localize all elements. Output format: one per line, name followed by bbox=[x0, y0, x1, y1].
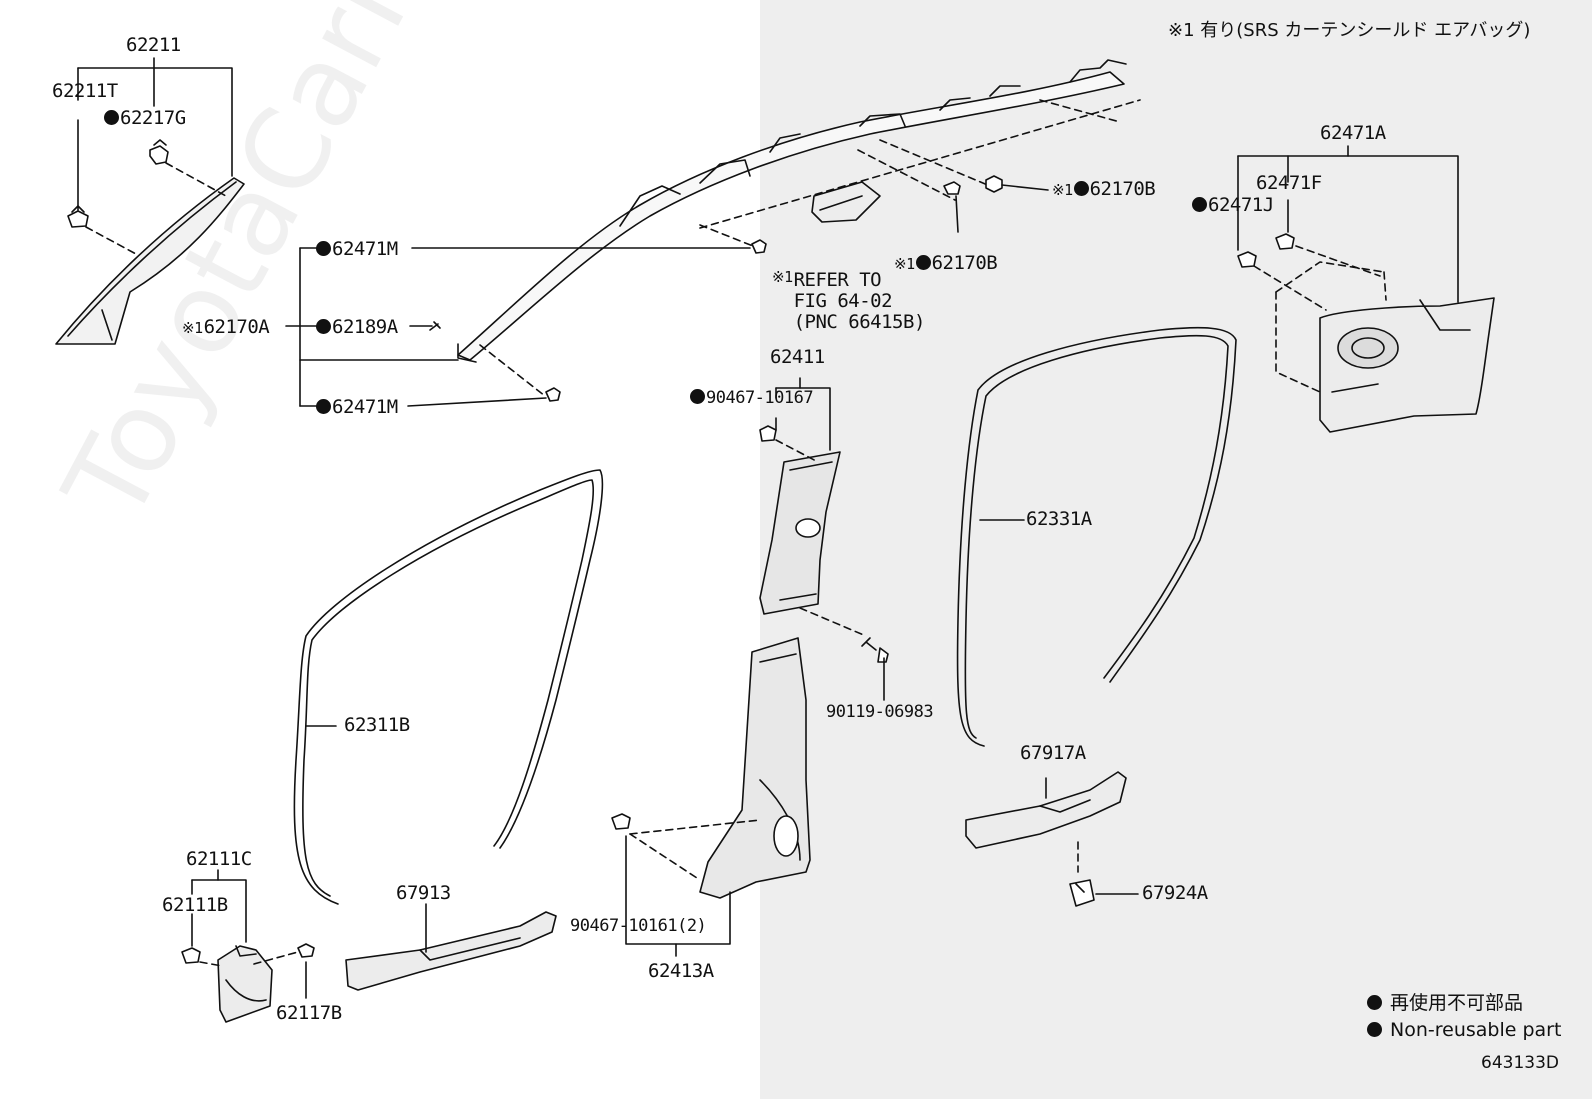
label-62111b: 62111B bbox=[162, 894, 228, 916]
rail-clip bbox=[811, 181, 881, 223]
pillar-upper-bolt bbox=[759, 425, 889, 663]
bracket-62411 bbox=[775, 377, 831, 451]
label-62111c: 62111C bbox=[186, 848, 252, 870]
legend: 再使用不可部品 Non-reusable part bbox=[1367, 990, 1561, 1044]
ref-mark: ※1 bbox=[1052, 181, 1073, 199]
label-62311b: 62311B bbox=[344, 714, 410, 736]
figure-id: 643133D bbox=[1481, 1053, 1559, 1073]
pillar-lower-dashes bbox=[629, 819, 761, 881]
legend-dot bbox=[1367, 995, 1382, 1010]
cowl-dashes bbox=[199, 951, 299, 967]
label-62189a-text: 62189A bbox=[332, 316, 398, 338]
label-90467-10167: 90467-10167 bbox=[690, 388, 814, 408]
ref-mark: ※1 bbox=[182, 319, 203, 337]
label-62471f: 62471F bbox=[1256, 172, 1322, 194]
center-pillar-lower bbox=[699, 637, 811, 899]
non-reusable-dot bbox=[915, 255, 931, 270]
label-62471m-bottom-text: 62471M bbox=[332, 396, 398, 418]
label-67917a: 67917A bbox=[1020, 742, 1086, 764]
label-90467-10167-text: 90467-10167 bbox=[706, 388, 814, 408]
a-pillar-dashes bbox=[85, 162, 227, 255]
ref-mark: ※1 bbox=[894, 255, 915, 273]
refer-note-text: REFER TO FIG 64-02 (PNC 66415B) bbox=[793, 269, 926, 333]
small-clips bbox=[429, 239, 767, 402]
label-62170b-mid-text: 62170B bbox=[931, 252, 998, 274]
refer-note: ※1REFER TO FIG 64-02 (PNC 66415B) bbox=[772, 270, 925, 333]
label-62471m-bottom: 62471M bbox=[316, 398, 398, 417]
label-90467-10161: 90467-10161(2) bbox=[570, 916, 707, 936]
bolt-62170b bbox=[943, 175, 1049, 233]
airbag-note: ※1 有り(SRS カーテンシールド エアバッグ) bbox=[1168, 20, 1531, 41]
non-reusable-dot bbox=[104, 110, 119, 125]
cowl-side-trim bbox=[217, 945, 273, 1023]
legend-dot bbox=[1367, 1022, 1382, 1037]
quarter-clips bbox=[1237, 233, 1295, 268]
bracket-62111c bbox=[191, 869, 247, 947]
cowl-clips bbox=[181, 943, 315, 964]
bracket-62170a bbox=[285, 247, 751, 407]
legend-en-text: Non-reusable part bbox=[1390, 1019, 1562, 1041]
label-62331a: 62331A bbox=[1026, 508, 1092, 530]
non-reusable-dot bbox=[316, 319, 331, 334]
label-67924a: 67924A bbox=[1142, 882, 1208, 904]
label-62170a-text: 62170A bbox=[203, 316, 270, 338]
shaded-panel bbox=[760, 0, 1592, 1099]
quarter-dashes bbox=[1253, 245, 1387, 393]
legend-row-en: Non-reusable part bbox=[1367, 1017, 1561, 1044]
roof-rail-dashes bbox=[479, 99, 1141, 397]
label-62471j: 62471J bbox=[1192, 196, 1274, 215]
label-62170b-right: ※1 62170B bbox=[1052, 178, 1156, 200]
label-62211t: 62211T bbox=[52, 80, 118, 102]
non-reusable-dot bbox=[690, 389, 705, 404]
a-pillar-garnish bbox=[55, 177, 245, 345]
label-62471m-top-text: 62471M bbox=[332, 238, 398, 260]
label-62211: 62211 bbox=[126, 34, 181, 56]
scuff-clip-67924a bbox=[1069, 879, 1095, 907]
bracket-62413a bbox=[625, 835, 731, 957]
label-67913: 67913 bbox=[396, 882, 451, 904]
label-62170a: ※162170A bbox=[182, 316, 270, 338]
a-pillar-clips bbox=[67, 139, 169, 228]
label-62471j-text: 62471J bbox=[1208, 194, 1274, 216]
label-62471m-top: 62471M bbox=[316, 240, 398, 259]
label-62170b-right-text: 62170B bbox=[1089, 178, 1156, 200]
quarter-trim bbox=[1319, 297, 1495, 433]
non-reusable-dot bbox=[1192, 197, 1207, 212]
pillar-lower-clip bbox=[611, 813, 631, 830]
rear-door-weatherstrip bbox=[956, 326, 1237, 747]
front-scuff-plate bbox=[345, 911, 557, 991]
label-62217g-text: 62217G bbox=[120, 107, 186, 129]
bracket-62471a bbox=[1237, 145, 1459, 303]
label-62411: 62411 bbox=[770, 346, 825, 368]
pillar-upper-dashes bbox=[775, 439, 867, 637]
label-62471a: 62471A bbox=[1320, 122, 1386, 144]
label-62189a: 62189A bbox=[316, 318, 398, 337]
label-62117b: 62117B bbox=[276, 1002, 342, 1024]
non-reusable-dot bbox=[316, 399, 331, 414]
front-door-weatherstrip bbox=[293, 469, 604, 905]
label-90119-06983: 90119-06983 bbox=[826, 702, 934, 722]
non-reusable-dot bbox=[1073, 181, 1089, 196]
label-62170b-mid: ※1 62170B bbox=[894, 252, 998, 274]
label-62413a: 62413A bbox=[648, 960, 714, 982]
legend-row-ja: 再使用不可部品 bbox=[1367, 990, 1561, 1017]
roof-side-rail bbox=[457, 59, 1127, 363]
center-pillar-upper bbox=[759, 451, 841, 615]
non-reusable-dot bbox=[316, 241, 331, 256]
ref-mark: ※1 bbox=[772, 268, 793, 286]
legend-ja-text: 再使用不可部品 bbox=[1390, 992, 1524, 1014]
label-62217g: 62217G bbox=[104, 109, 186, 128]
rear-scuff-plate bbox=[965, 771, 1127, 849]
bracket-62211 bbox=[77, 57, 233, 211]
